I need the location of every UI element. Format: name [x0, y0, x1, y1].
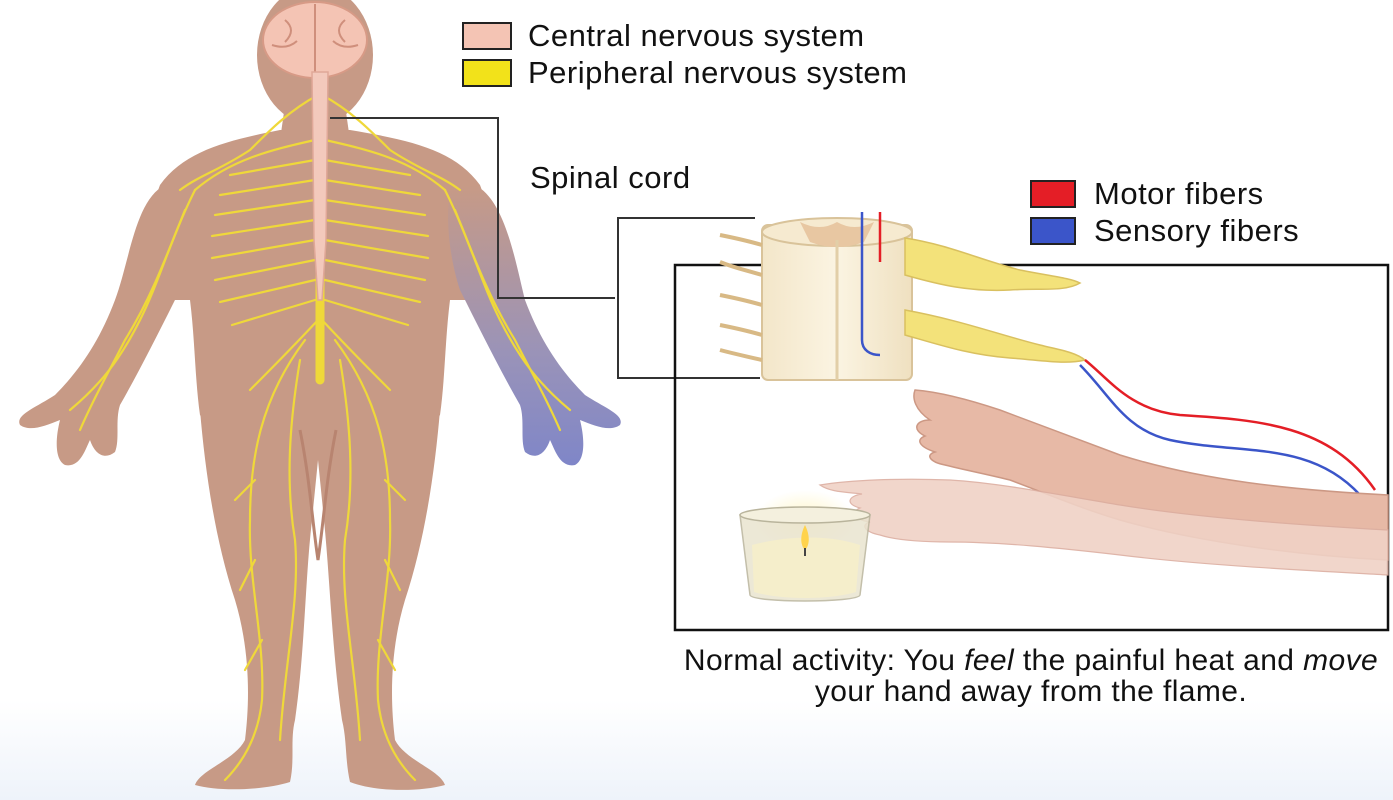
legend-sensory-fibers: Sensory fibers	[1030, 213, 1299, 249]
caption-emphasis-move: move	[1303, 644, 1378, 677]
swatch-sensory	[1030, 217, 1076, 245]
legend-label-motor: Motor fibers	[1094, 176, 1264, 212]
swatch-motor	[1030, 180, 1076, 208]
legend-peripheral-nervous-system: Peripheral nervous system	[462, 55, 908, 91]
caption-part-1: Normal activity: You	[684, 644, 964, 677]
caption-part-3: your hand away from the flame.	[815, 675, 1247, 708]
left-arm	[19, 185, 192, 465]
legs	[195, 410, 445, 790]
caption-part-2: the painful heat and	[1014, 644, 1303, 677]
legend-motor-fibers: Motor fibers	[1030, 176, 1264, 212]
swatch-pns	[462, 59, 512, 87]
legend-label-pns: Peripheral nervous system	[528, 55, 908, 91]
caption: Normal activity: You feel the painful he…	[675, 645, 1387, 707]
right-arm	[448, 185, 621, 465]
legend-label-cns: Central nervous system	[528, 18, 865, 54]
swatch-cns	[462, 22, 512, 50]
legend-central-nervous-system: Central nervous system	[462, 18, 865, 54]
caption-emphasis-feel: feel	[964, 644, 1014, 677]
spinal-cord-label: Spinal cord	[530, 160, 691, 196]
candle	[740, 490, 870, 601]
legend-label-sensory: Sensory fibers	[1094, 213, 1299, 249]
